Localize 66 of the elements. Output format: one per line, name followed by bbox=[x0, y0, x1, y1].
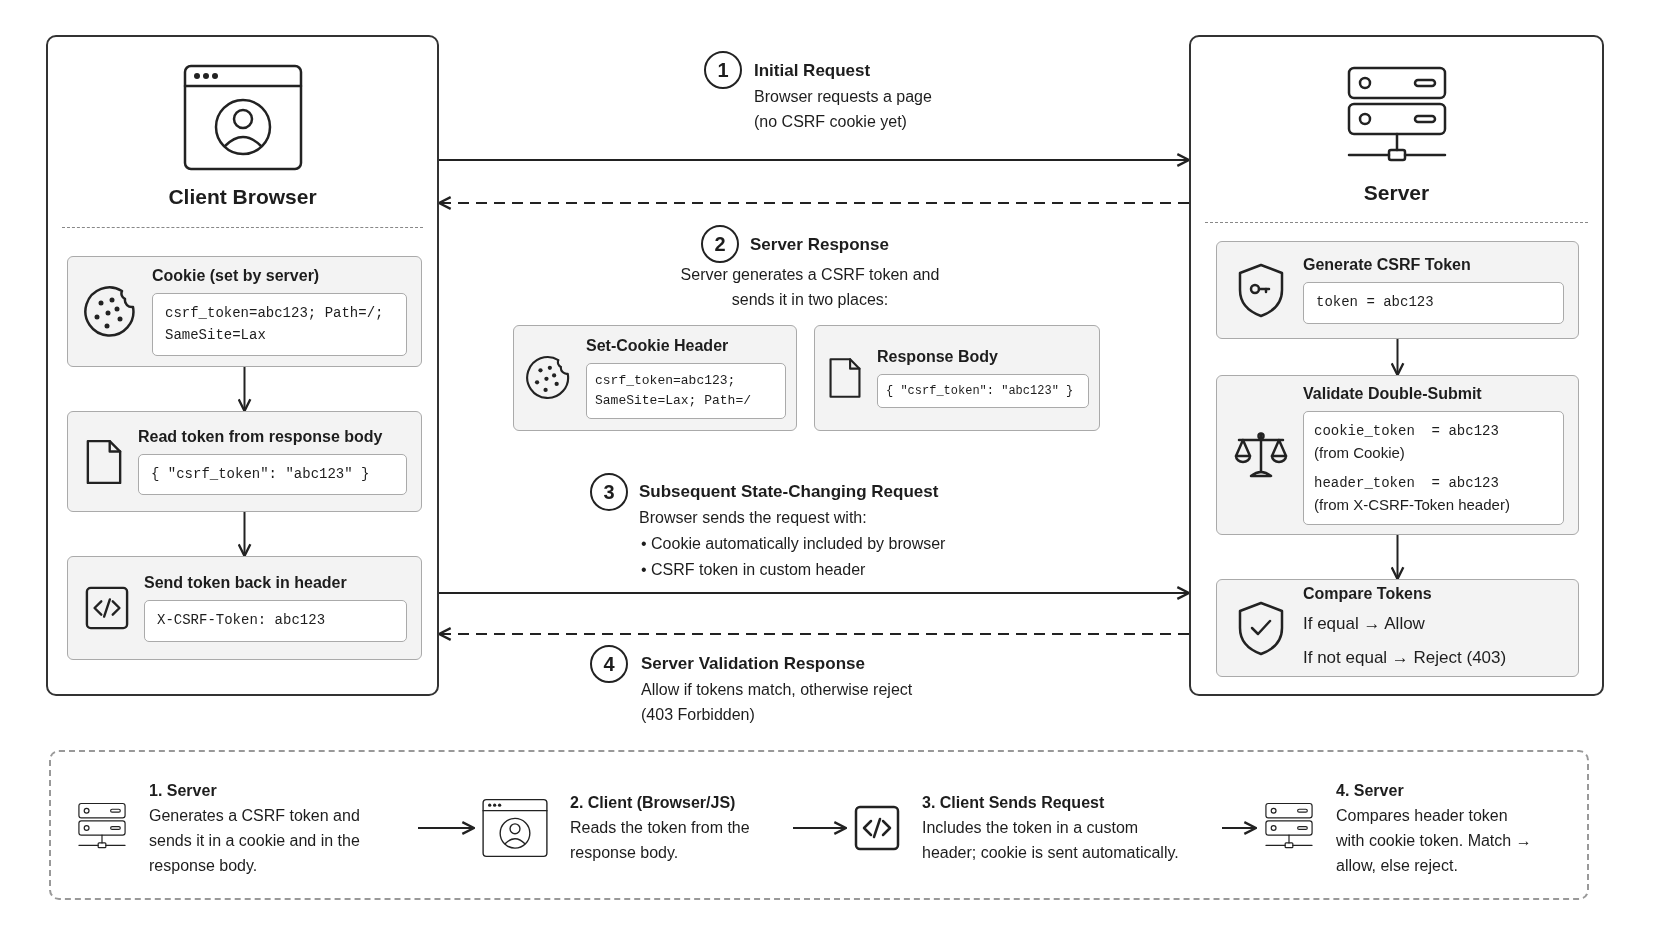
step-title: 1. Server bbox=[149, 780, 218, 801]
arrow bbox=[438, 153, 1191, 167]
code-line: cookie_token = abc123 bbox=[1314, 422, 1500, 441]
step-heading: Server Response bbox=[750, 234, 889, 256]
card-title: Set-Cookie Header bbox=[586, 336, 730, 355]
card-title: Response Body bbox=[877, 347, 999, 366]
step-description: Includes the token in a custom header; cookie is sent automatically. bbox=[922, 818, 1180, 863]
step-card bbox=[1216, 375, 1579, 535]
summary-band bbox=[49, 750, 1589, 900]
code-snippet: csrf_token=abc123; Path=/; SameSite=Lax bbox=[152, 292, 407, 357]
panel bbox=[46, 35, 439, 696]
code-line: header_token = abc123 bbox=[1314, 474, 1500, 493]
step-description: Compares header token with cookie token. Match → allow, else reject. bbox=[1336, 805, 1533, 876]
step-title: 2. Client (Browser/JS) bbox=[570, 793, 737, 813]
step-card bbox=[513, 325, 797, 431]
step-heading: Initial Request bbox=[754, 60, 871, 82]
step-heading: Server Validation Response bbox=[641, 653, 865, 675]
step-card bbox=[67, 556, 422, 660]
dashed-arrow bbox=[437, 627, 1190, 641]
arrow bbox=[792, 821, 848, 835]
rule-text: If not equal → Reject (403) bbox=[1303, 647, 1508, 669]
card-title: Cookie (set by server) bbox=[152, 266, 321, 285]
step-note: • CSRF token in custom header bbox=[641, 560, 866, 580]
code-snippet: { "csrf_token": "abc123" } bbox=[138, 453, 407, 496]
code-snippet: csrf_token=abc123; SameSite=Lax; Path=/ bbox=[586, 362, 786, 420]
step-card bbox=[67, 256, 422, 367]
step-title: 3. Client Sends Request bbox=[922, 793, 1106, 813]
card-title: Read token from response body bbox=[138, 427, 384, 446]
arrow bbox=[417, 821, 476, 835]
step-number: 4 bbox=[590, 645, 628, 683]
step-card bbox=[67, 411, 422, 512]
step-title: 4. Server bbox=[1336, 780, 1405, 801]
step-number: 3 bbox=[590, 473, 628, 511]
code-snippet: token = abc123 bbox=[1303, 282, 1564, 324]
step-card bbox=[1216, 579, 1579, 677]
source-note: (from X-CSRF-Token header) bbox=[1314, 495, 1511, 515]
step-card bbox=[1216, 241, 1579, 339]
step-card bbox=[814, 325, 1100, 431]
step-note: • Cookie automatically included by browser bbox=[641, 534, 946, 554]
rule-text: If equal → Allow bbox=[1303, 613, 1426, 635]
arrow bbox=[1390, 338, 1405, 377]
arrow bbox=[237, 511, 252, 558]
step-description: Reads the token from the response body. bbox=[570, 818, 751, 863]
arrow bbox=[438, 586, 1191, 600]
code-snippet: X-CSRF-Token: abc123 bbox=[144, 600, 407, 642]
panel-title: Client Browser bbox=[167, 185, 318, 209]
dashed-arrow bbox=[437, 196, 1190, 210]
card-title: Generate CSRF Token bbox=[1303, 256, 1472, 275]
arrow bbox=[1221, 821, 1258, 835]
card-title: Send token back in header bbox=[144, 574, 348, 593]
step-number: 2 bbox=[701, 225, 739, 263]
code-snippet: { "csrf_token": "abc123" } bbox=[877, 373, 1089, 409]
step-description: Generates a CSRF token and sends it in a cookie and in the response body. bbox=[149, 805, 361, 876]
step-note: Browser requests a page (no CSRF cookie yet) bbox=[754, 87, 933, 132]
step-number: 1 bbox=[704, 51, 742, 89]
source-note: (from Cookie) bbox=[1314, 443, 1406, 463]
step-heading: Subsequent State-Changing Request bbox=[639, 481, 939, 503]
panel-title: Server bbox=[1362, 181, 1431, 205]
step-note: Browser sends the request with: bbox=[639, 508, 867, 528]
arrow bbox=[237, 366, 252, 413]
card-title: Compare Tokens bbox=[1303, 585, 1433, 603]
card-title: Validate Double-Submit bbox=[1303, 385, 1483, 403]
step-note: Allow if tokens match, otherwise reject (403 Forbidden) bbox=[641, 680, 914, 725]
arrow bbox=[1390, 534, 1405, 581]
panel bbox=[1189, 35, 1604, 696]
step-note: Server generates a CSRF token and sends it in two places: bbox=[679, 265, 941, 310]
